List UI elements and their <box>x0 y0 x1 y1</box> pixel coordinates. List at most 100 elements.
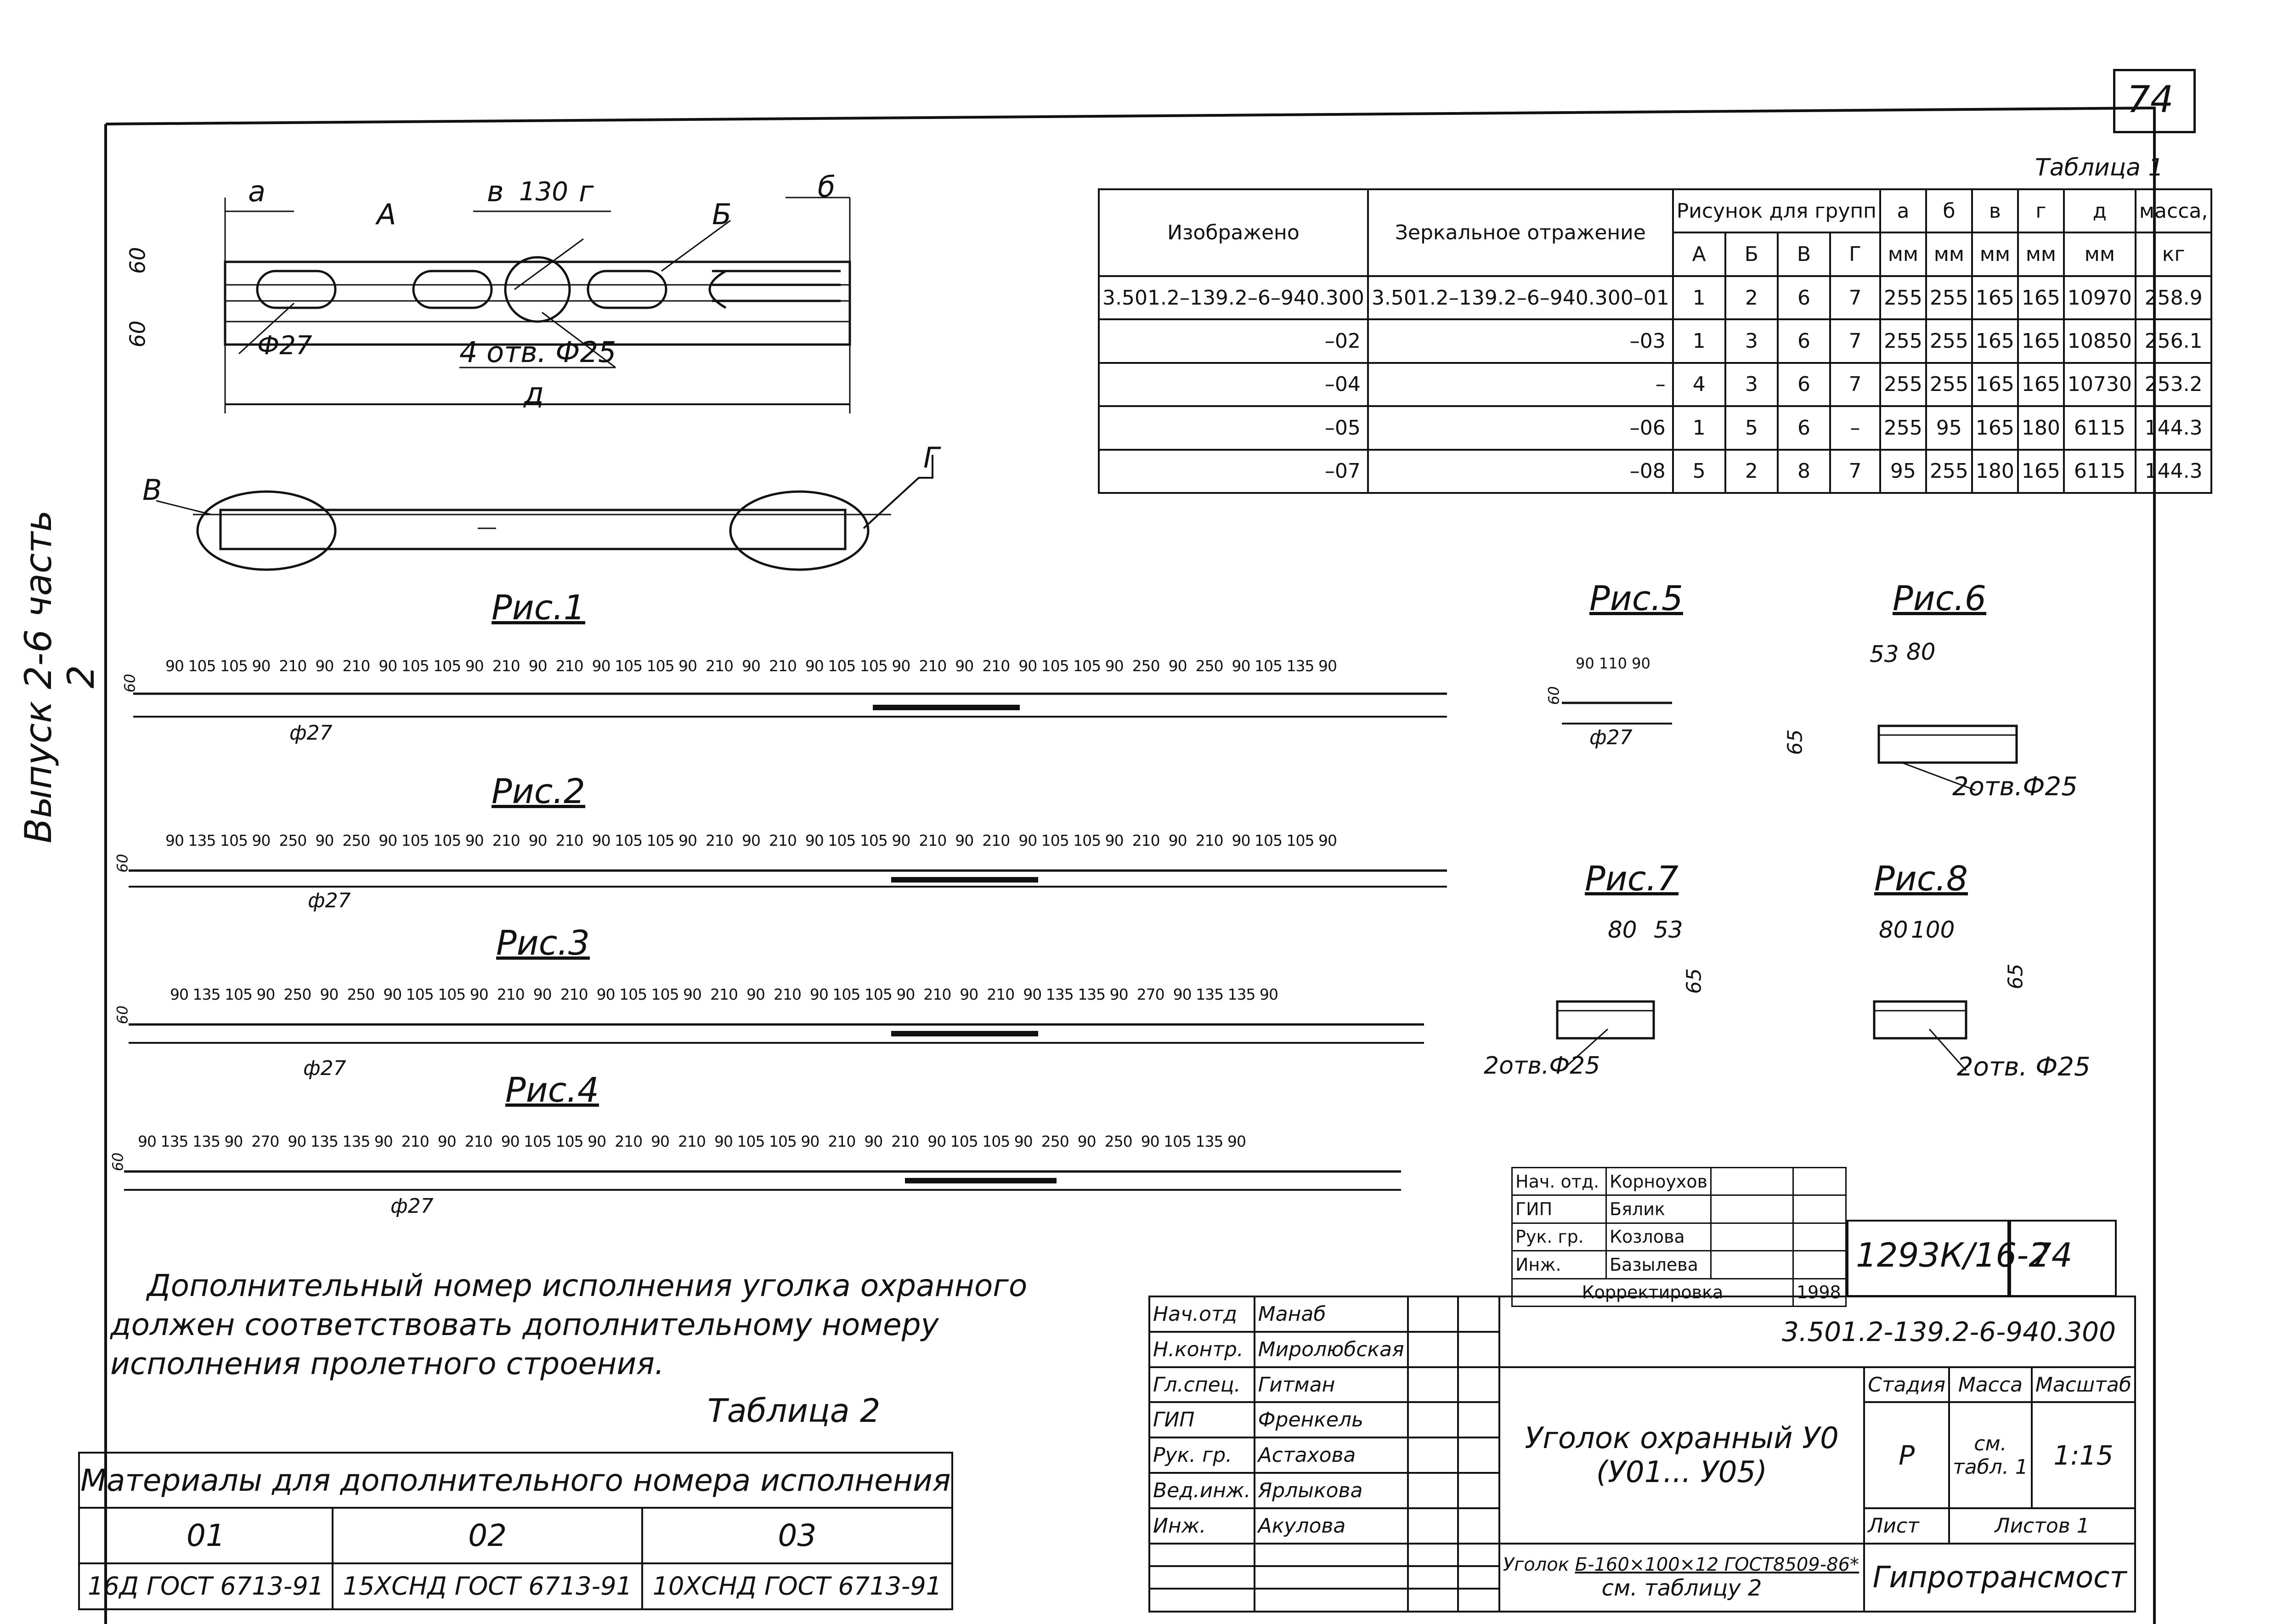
fig1-title: Рис.1 <box>492 588 586 628</box>
fig7-title: Рис.7 <box>1585 859 1679 899</box>
cell-shown: –02 <box>1098 318 1369 364</box>
table-row: 3.501.2–139.2–6–940.300 3.501.2–139.2–6–… <box>1098 275 2213 321</box>
cell-dim: 255 <box>1879 405 1927 451</box>
cell-shown: –05 <box>1098 405 1369 451</box>
fig3-height: 60 <box>113 1005 131 1024</box>
stamp-role: Инж. <box>1148 1507 1255 1545</box>
approval-name: Базылева <box>1605 1250 1712 1279</box>
cell-group: – <box>1829 405 1881 451</box>
table1: Изображено Зеркальное отражение Рисунок … <box>1098 188 2213 494</box>
th-mass: масса, <box>2134 188 2213 234</box>
approval-role: Инж. <box>1511 1250 1607 1279</box>
stamp-name: Ярлыкова <box>1253 1472 1409 1509</box>
cell-shown: –04 <box>1098 362 1369 407</box>
cell-group: 7 <box>1829 448 1881 494</box>
label-holes25: 4 отв. Ф25 <box>459 335 616 369</box>
label-d: д <box>524 377 544 411</box>
cell-group: 1 <box>1672 275 1726 321</box>
fig5-lines <box>1562 702 1672 724</box>
fig5-title: Рис.5 <box>1589 579 1684 618</box>
fig2-dims: 90 135 105 90 250 90 250 90 105 105 90 2… <box>165 832 1337 849</box>
label-v: в <box>487 175 504 208</box>
stamp-mass-line1: см. <box>1974 1432 2007 1455</box>
fig3-dims: 90 135 105 90 250 90 250 90 105 105 90 2… <box>170 985 1278 1003</box>
fig1-lines <box>133 692 1447 718</box>
fig1-hole: ф27 <box>289 721 333 745</box>
table2-material: 15ХСНД ГОСТ 6713-91 <box>331 1562 644 1611</box>
stamp-org: Гипротрансмост <box>1863 1542 2136 1613</box>
fig4-title: Рис.4 <box>505 1070 599 1110</box>
stamp-name: Гитман <box>1253 1366 1409 1403</box>
cell-dim: 165 <box>1971 405 2019 451</box>
fig6-dim2: 80 <box>1906 639 1936 665</box>
cell-mirror: –08 <box>1367 448 1674 494</box>
cell-group: 1 <box>1672 405 1726 451</box>
stamp-stage: Р <box>1863 1401 1950 1509</box>
cell-dim: 180 <box>2017 405 2065 451</box>
cell-mass: 144.3 <box>2134 448 2213 494</box>
fig5-hole: ф27 <box>1589 726 1633 749</box>
cell-group: 2 <box>1724 275 1779 321</box>
table-row: –05 –06 1 5 6 – 255 95 165 180 6115 144.… <box>1098 405 2213 451</box>
stamp-material-ref: см. таблицу 2 <box>1601 1575 1762 1601</box>
th-dim-v: в <box>1971 188 2019 234</box>
stamp-scale: 1:15 <box>2030 1401 2136 1509</box>
cell-shown: 3.501.2–139.2–6–940.300 <box>1098 275 1369 321</box>
label-a: а <box>248 175 266 208</box>
cell-dim: 255 <box>1879 362 1927 407</box>
approval-name: Козлова <box>1605 1222 1712 1252</box>
fig4-lines <box>124 1170 1401 1191</box>
sheet-frame <box>105 106 2156 1624</box>
signature-cell <box>1407 1366 1459 1403</box>
stamp-role: Гл.спец. <box>1148 1366 1255 1403</box>
fig7-holes: 2отв.Ф25 <box>1484 1052 1600 1080</box>
signature-cell <box>1407 1401 1459 1439</box>
th-dim-d: д <box>2063 188 2136 234</box>
cell-mass: 258.9 <box>2134 275 2213 321</box>
th-group-a: А <box>1672 232 1726 277</box>
fig3-hole: ф27 <box>303 1057 346 1080</box>
cell-group: 7 <box>1829 362 1881 407</box>
signature-cell <box>1710 1166 1794 1196</box>
cell-group: 4 <box>1672 362 1726 407</box>
cell-mass: 256.1 <box>2134 318 2213 364</box>
callout-v: В <box>142 473 162 507</box>
stamp-mass: см. табл. 1 <box>1948 1401 2033 1509</box>
cell-dim: 165 <box>2017 318 2065 364</box>
signature-cell <box>1407 1507 1459 1545</box>
stamp-mass-label: Масса <box>1948 1366 2033 1403</box>
cell-group: 2 <box>1724 448 1779 494</box>
cell-dim: 10970 <box>2063 275 2136 321</box>
cell-group: 3 <box>1724 318 1779 364</box>
table2-header: Материалы для дополнительного номера исп… <box>78 1451 953 1509</box>
cell-mirror: –03 <box>1367 318 1674 364</box>
label-hole27: Ф27 <box>257 331 312 361</box>
cell-group: 6 <box>1776 318 1831 364</box>
fig6-dim1: 53 <box>1870 641 1899 668</box>
th-unit: мм <box>1925 232 1973 277</box>
cell-group: 7 <box>1829 275 1881 321</box>
label-130: 130 <box>519 177 568 207</box>
table-row: –02 –03 1 3 6 7 255 255 165 165 10850 25… <box>1098 318 2213 364</box>
stamp-code: 1293К/16-2 <box>1856 1236 2050 1274</box>
signature-cell <box>1710 1194 1794 1224</box>
stamp-title-line1: Уголок охранный У0 <box>1525 1421 1839 1455</box>
cell-group: 1 <box>1672 318 1726 364</box>
fig2-title: Рис.2 <box>492 772 586 811</box>
cell-dim: 255 <box>1879 275 1927 321</box>
th-unit: мм <box>2063 232 2136 277</box>
stamp-sheet-label: Лист <box>1863 1507 1950 1545</box>
fig2-lines <box>129 869 1447 888</box>
signature-cell <box>1407 1330 1459 1368</box>
stamp-name: Акулова <box>1253 1507 1409 1545</box>
cell-dim: 165 <box>1971 275 2019 321</box>
cell-dim: 95 <box>1925 405 1973 451</box>
cell-shown: –07 <box>1098 448 1369 494</box>
table-row: –07 –08 5 2 8 7 95 255 180 165 6115 144.… <box>1098 448 2213 494</box>
fig3-title: Рис.3 <box>496 923 590 963</box>
cell-dim: 6115 <box>2063 448 2136 494</box>
cell-mirror: – <box>1367 362 1674 407</box>
